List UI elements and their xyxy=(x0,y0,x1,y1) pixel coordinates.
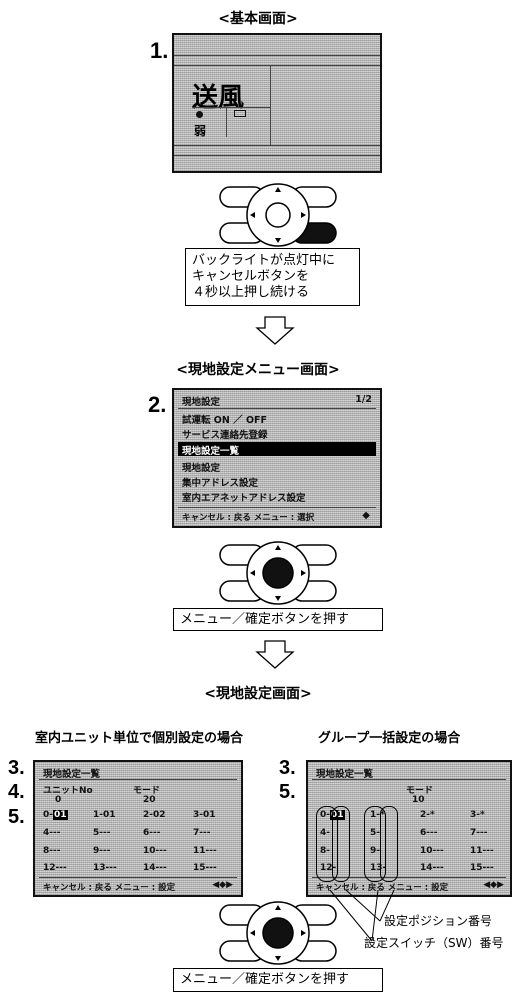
cell-10[interactable]: 10--- xyxy=(143,846,167,856)
group-cell-10[interactable]: 10--- xyxy=(420,846,444,856)
menu-item-test-run[interactable]: 試運転 ON ／ OFF xyxy=(182,415,268,426)
controller-1-icon xyxy=(219,183,337,247)
switch-number-label: 設定スイッチ（SW）番号 xyxy=(364,936,504,950)
cell-0[interactable]: 0-01 xyxy=(43,810,68,820)
group-lcd-screen: 現地設定一覧 モード 10 0-01 1-* 2-* 3-* 4- 5- 6--… xyxy=(306,760,512,897)
menu-item-airnet-address[interactable]: 室内エアネットアドレス設定 xyxy=(182,493,306,504)
step-3-label: 3. xyxy=(8,757,25,779)
menu-item-field-settings[interactable]: 現地設定 xyxy=(182,463,221,474)
position-number-label: 設定ポジション番号 xyxy=(384,914,493,928)
down-arrow-icon xyxy=(255,316,295,345)
fan-speed: 弱 xyxy=(194,124,207,138)
cell-6[interactable]: 6--- xyxy=(143,828,161,838)
menu-item-central-address[interactable]: 集中アドレス設定 xyxy=(182,478,259,489)
instruction-press-menu: メニュー／確定ボタンを押す xyxy=(173,608,383,631)
group-cell-3[interactable]: 3-* xyxy=(470,810,485,820)
group-heading: グループ一括設定の場合 xyxy=(318,731,461,746)
group-step-3-label: 3. xyxy=(279,757,296,779)
menu-item-service-contact[interactable]: サービス連絡先登録 xyxy=(182,430,268,441)
cell-1[interactable]: 1-01 xyxy=(93,810,116,820)
group-step-5-label: 5. xyxy=(279,781,296,803)
four-way-arrow-icon: ◀◆▶ xyxy=(483,880,504,890)
mode-display: 送風 xyxy=(192,83,245,113)
group-cell-12[interactable]: 12- xyxy=(320,863,337,873)
callout-lines xyxy=(329,889,395,942)
cell-9[interactable]: 9--- xyxy=(93,846,111,856)
cell-7[interactable]: 7--- xyxy=(193,828,211,838)
position-group-outline xyxy=(364,806,386,882)
cell-2[interactable]: 2-02 xyxy=(143,810,166,820)
group-mode-value: 10 xyxy=(412,795,425,805)
mode-value: 20 xyxy=(143,795,156,805)
cell-5[interactable]: 5--- xyxy=(93,828,111,838)
switch-group-outline xyxy=(380,806,398,882)
menu-page: 1/2 xyxy=(355,394,372,405)
group-cell-13[interactable]: 13- xyxy=(370,863,387,873)
group-cell-2[interactable]: 2-* xyxy=(420,810,435,820)
unit-no-value: 0 xyxy=(55,795,62,805)
cell-13[interactable]: 13--- xyxy=(93,863,117,873)
menu-footer: キャンセル : 戻る メニュー : 選択 xyxy=(182,513,315,523)
fan-dot-icon xyxy=(196,111,203,118)
group-cell-14[interactable]: 14--- xyxy=(420,863,444,873)
instruction-line: キャンセルボタンを xyxy=(192,269,310,284)
group-cell-15[interactable]: 15--- xyxy=(470,863,494,873)
individual-header: 現地設定一覧 xyxy=(43,769,101,780)
group-footer: キャンセル : 戻る メニュー : 設定 xyxy=(316,883,449,893)
selected-value[interactable]: 01 xyxy=(53,810,68,820)
cell-14[interactable]: 14--- xyxy=(143,863,167,873)
step-1-label: 1. xyxy=(150,38,169,63)
up-down-arrow-icon: ◆ xyxy=(362,510,370,521)
step-2-label: 2. xyxy=(148,392,167,417)
group-mode-label: モード xyxy=(406,786,434,796)
individual-heading: 室内ユニット単位で個別設定の場合 xyxy=(35,731,244,746)
group-header: 現地設定一覧 xyxy=(316,769,374,780)
menu-header: 現地設定 xyxy=(182,397,221,408)
basic-screen-title: <基本画面> xyxy=(218,11,298,27)
group-cell-8[interactable]: 8- xyxy=(320,846,330,856)
group-cell-7[interactable]: 7--- xyxy=(470,828,488,838)
switch-group-outline xyxy=(332,806,350,882)
mode-label: モード xyxy=(133,786,161,796)
timer-icon xyxy=(234,110,246,117)
cell-4[interactable]: 4--- xyxy=(43,828,61,838)
group-cell-4[interactable]: 4- xyxy=(320,828,330,838)
menu-lcd-screen: 現地設定 1/2 試運転 ON ／ OFF サービス連絡先登録 現地設定一覧 現… xyxy=(172,388,382,528)
menu-item-field-settings-list[interactable]: 現地設定一覧 xyxy=(182,446,240,457)
position-group-outline xyxy=(316,806,338,882)
instruction-hold-cancel: バックライトが点灯中に キャンセルボタンを ４秒以上押し続ける xyxy=(185,248,360,306)
field-screen-title: <現地設定画面> xyxy=(204,686,312,702)
cell-12[interactable]: 12--- xyxy=(43,863,67,873)
four-way-arrow-icon: ◀◆▶ xyxy=(212,880,233,890)
individual-lcd-screen: 現地設定一覧 ユニットNo モード 0 20 0-01 1-01 2-02 3-… xyxy=(33,760,243,897)
instruction-line: バックライトが点灯中に xyxy=(192,253,336,268)
instruction-line: ４秒以上押し続ける xyxy=(192,285,310,300)
cell-11[interactable]: 11--- xyxy=(193,846,217,856)
menu-screen-title: <現地設定メニュー画面> xyxy=(176,362,340,378)
controller-2-icon xyxy=(219,541,337,605)
step-5-label: 5. xyxy=(8,806,25,828)
cell-15[interactable]: 15--- xyxy=(193,863,217,873)
group-cell-11[interactable]: 11--- xyxy=(470,846,494,856)
individual-footer: キャンセル : 戻る メニュー : 設定 xyxy=(43,883,176,893)
unit-no-label: ユニットNo xyxy=(43,786,93,796)
group-cell-6[interactable]: 6--- xyxy=(420,828,438,838)
controller-3-icon xyxy=(219,901,337,965)
down-arrow-icon xyxy=(255,640,295,669)
group-cell-5[interactable]: 5- xyxy=(370,828,380,838)
instruction-press-menu-2: メニュー／確定ボタンを押す xyxy=(173,968,383,992)
basic-lcd-screen: 送風 弱 xyxy=(172,33,382,173)
cell-3[interactable]: 3-01 xyxy=(193,810,216,820)
step-4-label: 4. xyxy=(8,781,25,803)
cell-8[interactable]: 8--- xyxy=(43,846,61,856)
group-cell-9[interactable]: 9- xyxy=(370,846,380,856)
